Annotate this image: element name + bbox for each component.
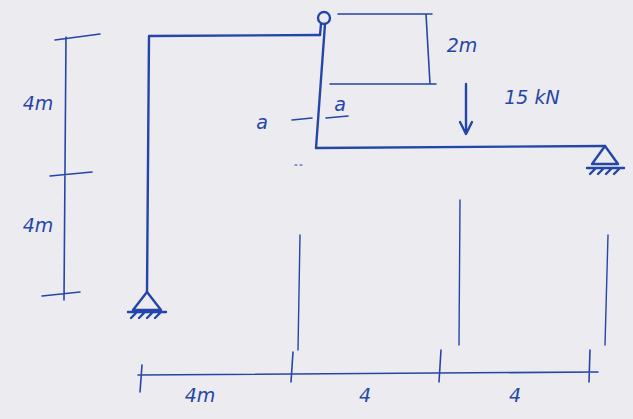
pin-support bbox=[133, 292, 161, 310]
frame-member bbox=[147, 35, 320, 292]
section-mark bbox=[292, 116, 348, 120]
dimension-label: 4 bbox=[359, 386, 371, 405]
frame-member bbox=[316, 146, 605, 148]
extension-line bbox=[298, 200, 608, 350]
load-arrow bbox=[465, 84, 467, 132]
dimension-label: 4 bbox=[509, 386, 521, 405]
dimension-label: 4m bbox=[23, 216, 54, 235]
dimension-label: 15 kN bbox=[504, 88, 559, 107]
dimension-line bbox=[42, 34, 100, 300]
dimension-label: 2m bbox=[447, 36, 478, 55]
support-hatch bbox=[128, 312, 166, 318]
load-arrowhead bbox=[460, 122, 472, 134]
roller-support bbox=[592, 146, 618, 164]
dimension-label: 4m bbox=[23, 94, 54, 113]
dimension-label: a bbox=[256, 113, 268, 132]
frame-member bbox=[316, 24, 325, 148]
support-hatch bbox=[587, 168, 624, 174]
hinge bbox=[318, 12, 330, 24]
dimension-label: 4m bbox=[185, 386, 216, 405]
dimension-label: a bbox=[334, 95, 346, 114]
dotted-line bbox=[295, 164, 305, 165]
frame-member bbox=[320, 24, 321, 35]
dimension-line bbox=[330, 14, 436, 84]
